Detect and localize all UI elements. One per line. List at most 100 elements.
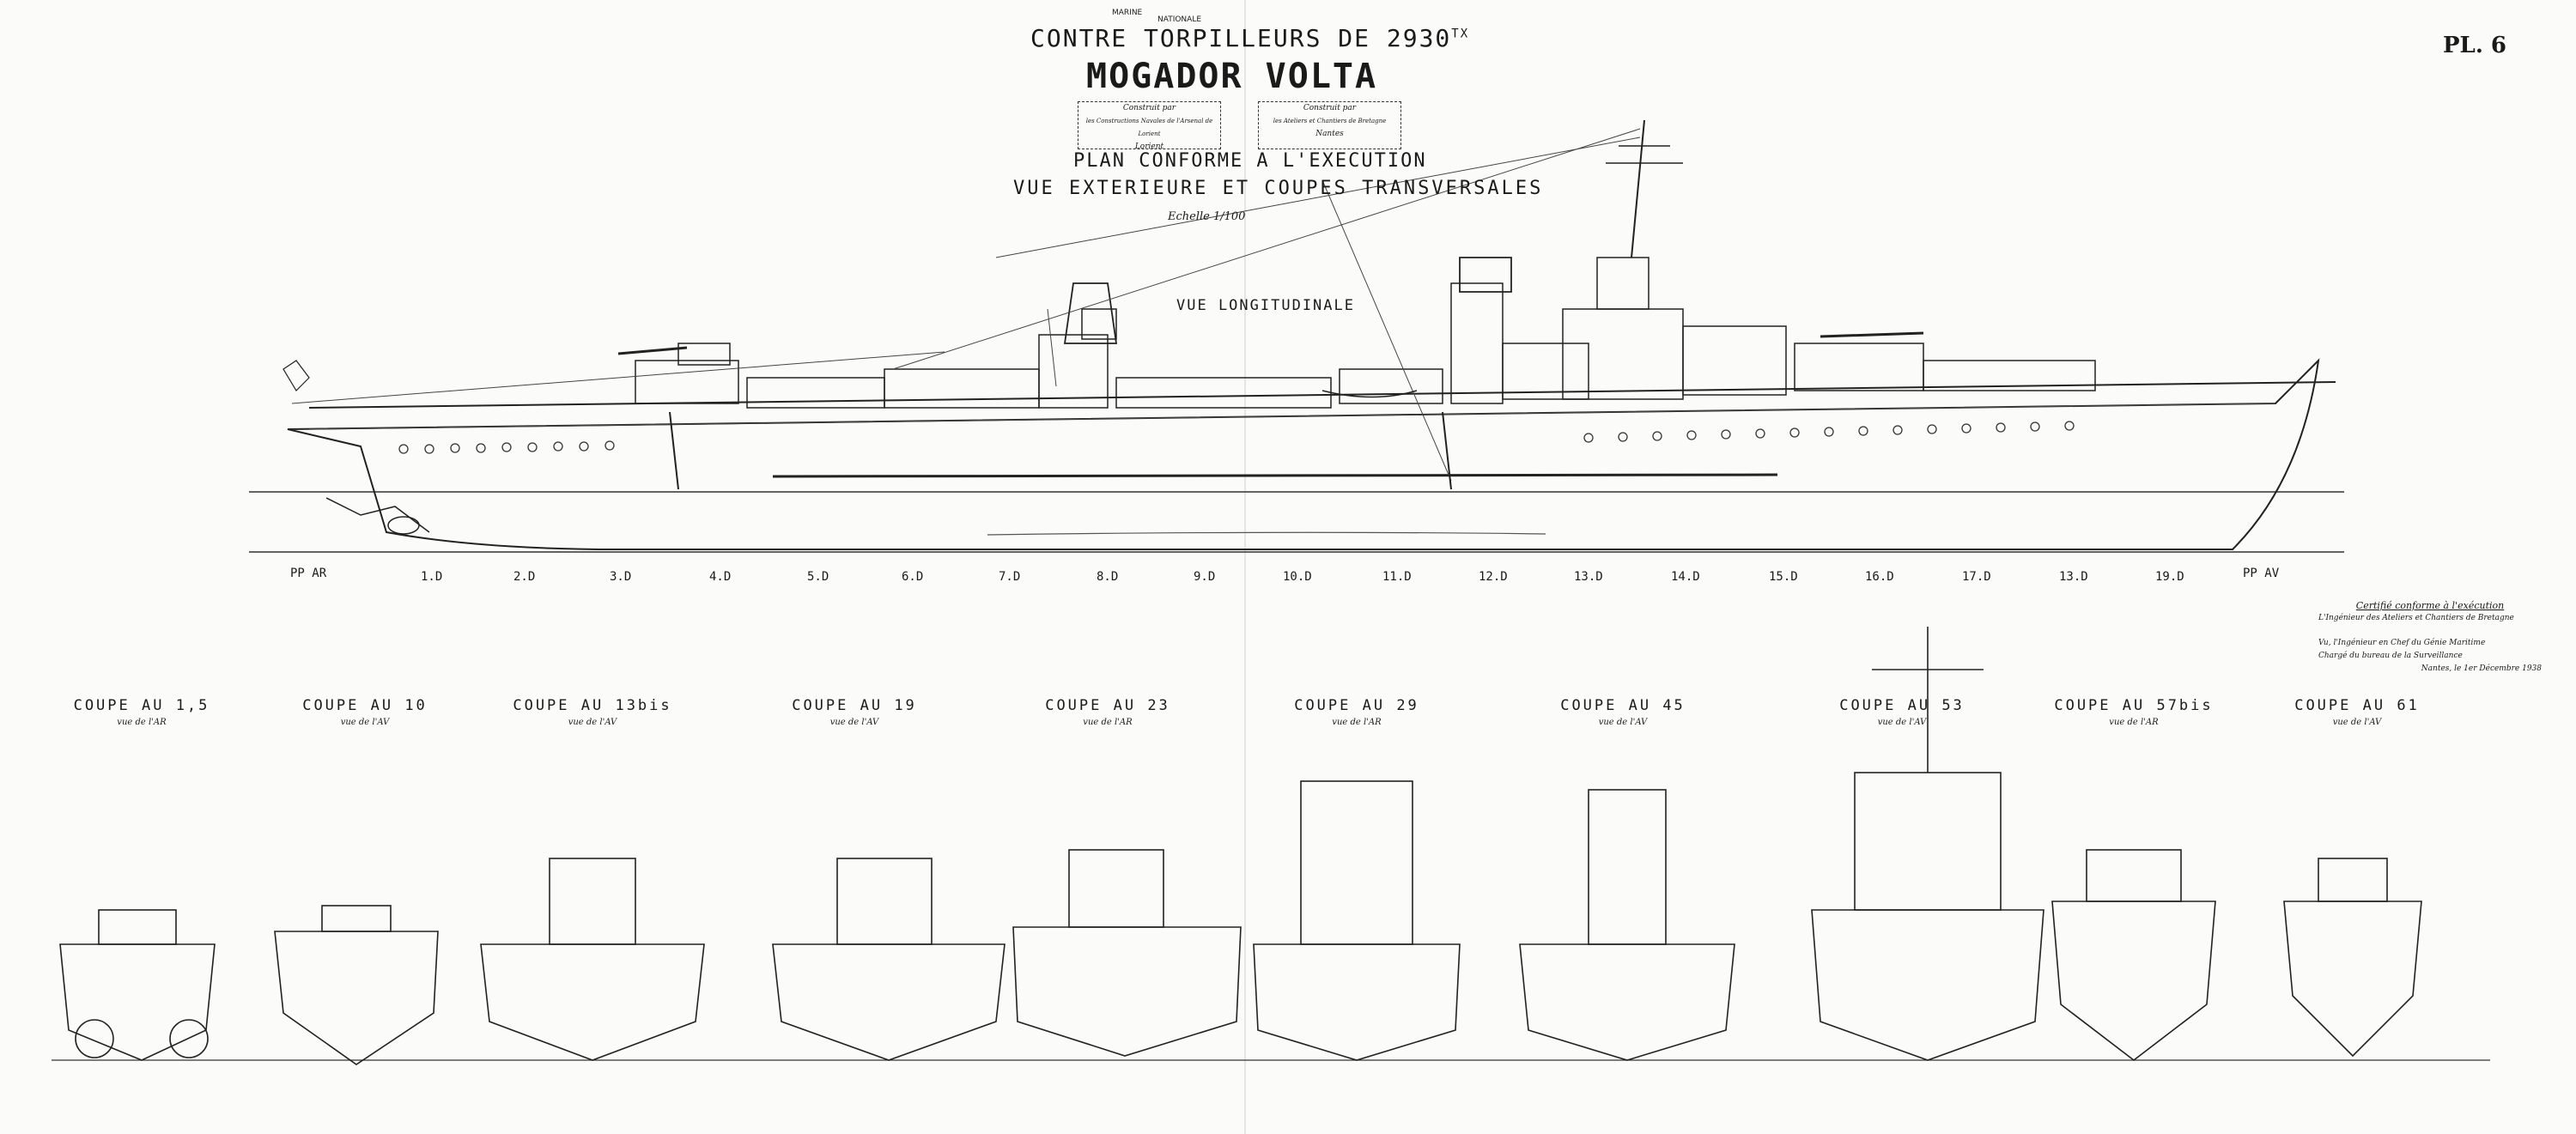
view-subtitle: VUE EXTERIEURE ET COUPES TRANSVERSALES — [1013, 178, 1544, 199]
frame-label: 13.D — [1574, 570, 1603, 584]
cert-line-4: Chargé du bureau de la Surveillance — [2318, 652, 2463, 660]
section-view: vue de l'AR — [2109, 718, 2159, 727]
frame-label: PP AR — [290, 567, 327, 580]
section-view: vue de l'AV — [829, 718, 879, 727]
builder-box-left: Construit par les Constructions Navales … — [1078, 101, 1221, 151]
portholes — [398, 421, 2075, 454]
section-53-hull — [1811, 909, 2044, 1061]
section-title: COUPE AU 1,5 — [73, 697, 210, 714]
cert-line-5: Nantes, le 1er Décembre 1938 — [2421, 664, 2542, 673]
scale-label: Echelle 1/100 — [1168, 210, 1246, 223]
section-23-hull — [1012, 926, 1242, 1057]
section-title: COUPE AU 61 — [2294, 697, 2420, 714]
section-title: COUPE AU 45 — [1560, 697, 1686, 714]
builder-left-l1: Construit par — [1122, 104, 1176, 112]
section-title: COUPE AU 29 — [1294, 697, 1419, 714]
frame-label: 3.D — [610, 570, 632, 584]
builder-left-l2: les Constructions Navales de l'Arsenal d… — [1085, 118, 1213, 137]
aft-funnel — [1063, 282, 1118, 344]
section-title: COUPE AU 13bis — [513, 697, 672, 714]
frame-label: 7.D — [999, 570, 1021, 584]
rudder-propeller — [325, 497, 430, 533]
section-19-hull — [772, 943, 1005, 1061]
builder-left-l3: Lorient — [1134, 143, 1164, 151]
section-45-hull — [1519, 943, 1735, 1061]
gun-barrels — [617, 331, 1924, 355]
frame-label: 12.D — [1479, 570, 1508, 584]
section-view: vue de l'AR — [1083, 718, 1133, 727]
frame-label: 11.D — [1382, 570, 1412, 584]
section-13bis-hull — [480, 943, 705, 1061]
foremast — [1631, 119, 1645, 258]
propeller — [387, 516, 420, 535]
frame-label: 8.D — [1097, 570, 1119, 584]
builder-right-l3: Nantes — [1315, 130, 1344, 138]
section-29-hull — [1253, 943, 1461, 1061]
certification-block: Certifié conforme à l'exécution L'Ingéni… — [2318, 599, 2542, 676]
ship-boat — [1321, 390, 1418, 398]
section-57bis-hull — [2051, 901, 2216, 1062]
builder-right-l2: les Ateliers et Chantiers de Bretagne — [1273, 118, 1387, 124]
frame-label: PP AV — [2243, 567, 2280, 580]
belt-line — [772, 473, 1778, 478]
stay-wire — [1321, 179, 1452, 482]
aft-boat-davit — [669, 411, 679, 490]
frame-label: 6.D — [902, 570, 924, 584]
section-view: vue de l'AV — [568, 718, 617, 727]
main-deck-line — [308, 381, 2336, 409]
frame-label: 5.D — [807, 570, 829, 584]
section-61-hull — [2283, 901, 2422, 1058]
cert-line-3: Vu, l'Ingénieur en Chef du Génie Maritim… — [2318, 639, 2486, 647]
class-title: CONTRE TORPILLEURS DE 2930TX — [1030, 24, 1469, 52]
sheer-line — [308, 403, 2276, 430]
section-view: vue de l'AV — [1877, 718, 1927, 727]
frame-label: 17.D — [1962, 570, 1991, 584]
frame-label: 16.D — [1865, 570, 1894, 584]
section-view: vue de l'AV — [1598, 718, 1648, 727]
section-title: COUPE AU 19 — [792, 697, 917, 714]
frame-label: 9.D — [1194, 570, 1216, 584]
radio-aerial-2 — [995, 136, 1641, 258]
section-1-5-hull — [59, 943, 216, 1061]
frame-label: 14.D — [1671, 570, 1700, 584]
frame-label: 1.D — [421, 570, 443, 584]
frame-label: 13.D — [2059, 570, 2088, 584]
plan-title: PLAN CONFORME A L'EXECUTION — [1073, 150, 1427, 172]
frame-label: 15.D — [1769, 570, 1798, 584]
section-view: vue de l'AV — [2332, 718, 2382, 727]
signature-space — [2318, 625, 2542, 637]
radio-aerial — [892, 128, 1641, 370]
bilge-keel — [987, 531, 1546, 536]
section-10-hull — [274, 931, 439, 1065]
cert-line-1: Certifié conforme à l'exécution — [2355, 600, 2505, 611]
section-title: COUPE AU 10 — [302, 697, 428, 714]
ship-names: MOGADOR VOLTA — [1086, 57, 1378, 96]
fore-funnel — [1459, 257, 1512, 293]
class-title-text: CONTRE TORPILLEURS DE 2930 — [1030, 24, 1452, 52]
nationale-label: NATIONALE — [1157, 15, 1202, 24]
section-view: vue de l'AR — [117, 718, 167, 727]
builder-box-right: Construit par les Ateliers et Chantiers … — [1258, 101, 1401, 149]
cross-sections — [59, 627, 2422, 1065]
fore-boat-davit — [1442, 411, 1452, 490]
section-view: vue de l'AR — [1332, 718, 1382, 727]
ensign-flag — [283, 360, 310, 391]
frame-label: 10.D — [1283, 570, 1312, 584]
frame-label: 2.D — [513, 570, 536, 584]
frame-label: 4.D — [709, 570, 732, 584]
longitudinal-view-label: VUE LONGITUDINALE — [1176, 297, 1355, 314]
section-view: vue de l'AV — [340, 718, 390, 727]
hull-outline — [287, 358, 2320, 550]
plate-number: PL. 6 — [2443, 33, 2507, 58]
class-title-sup: TX — [1451, 27, 1470, 41]
marine-label: MARINE — [1112, 9, 1143, 17]
ensign-stay — [291, 351, 945, 404]
builder-right-l1: Construit par — [1303, 104, 1357, 112]
section-title: COUPE AU 57bis — [2054, 697, 2214, 714]
cert-line-2: L'Ingénieur des Ateliers et Chantiers de… — [2318, 614, 2514, 622]
section-title: COUPE AU 53 — [1839, 697, 1965, 714]
frame-label: 19.D — [2155, 570, 2184, 584]
section-title: COUPE AU 23 — [1045, 697, 1170, 714]
